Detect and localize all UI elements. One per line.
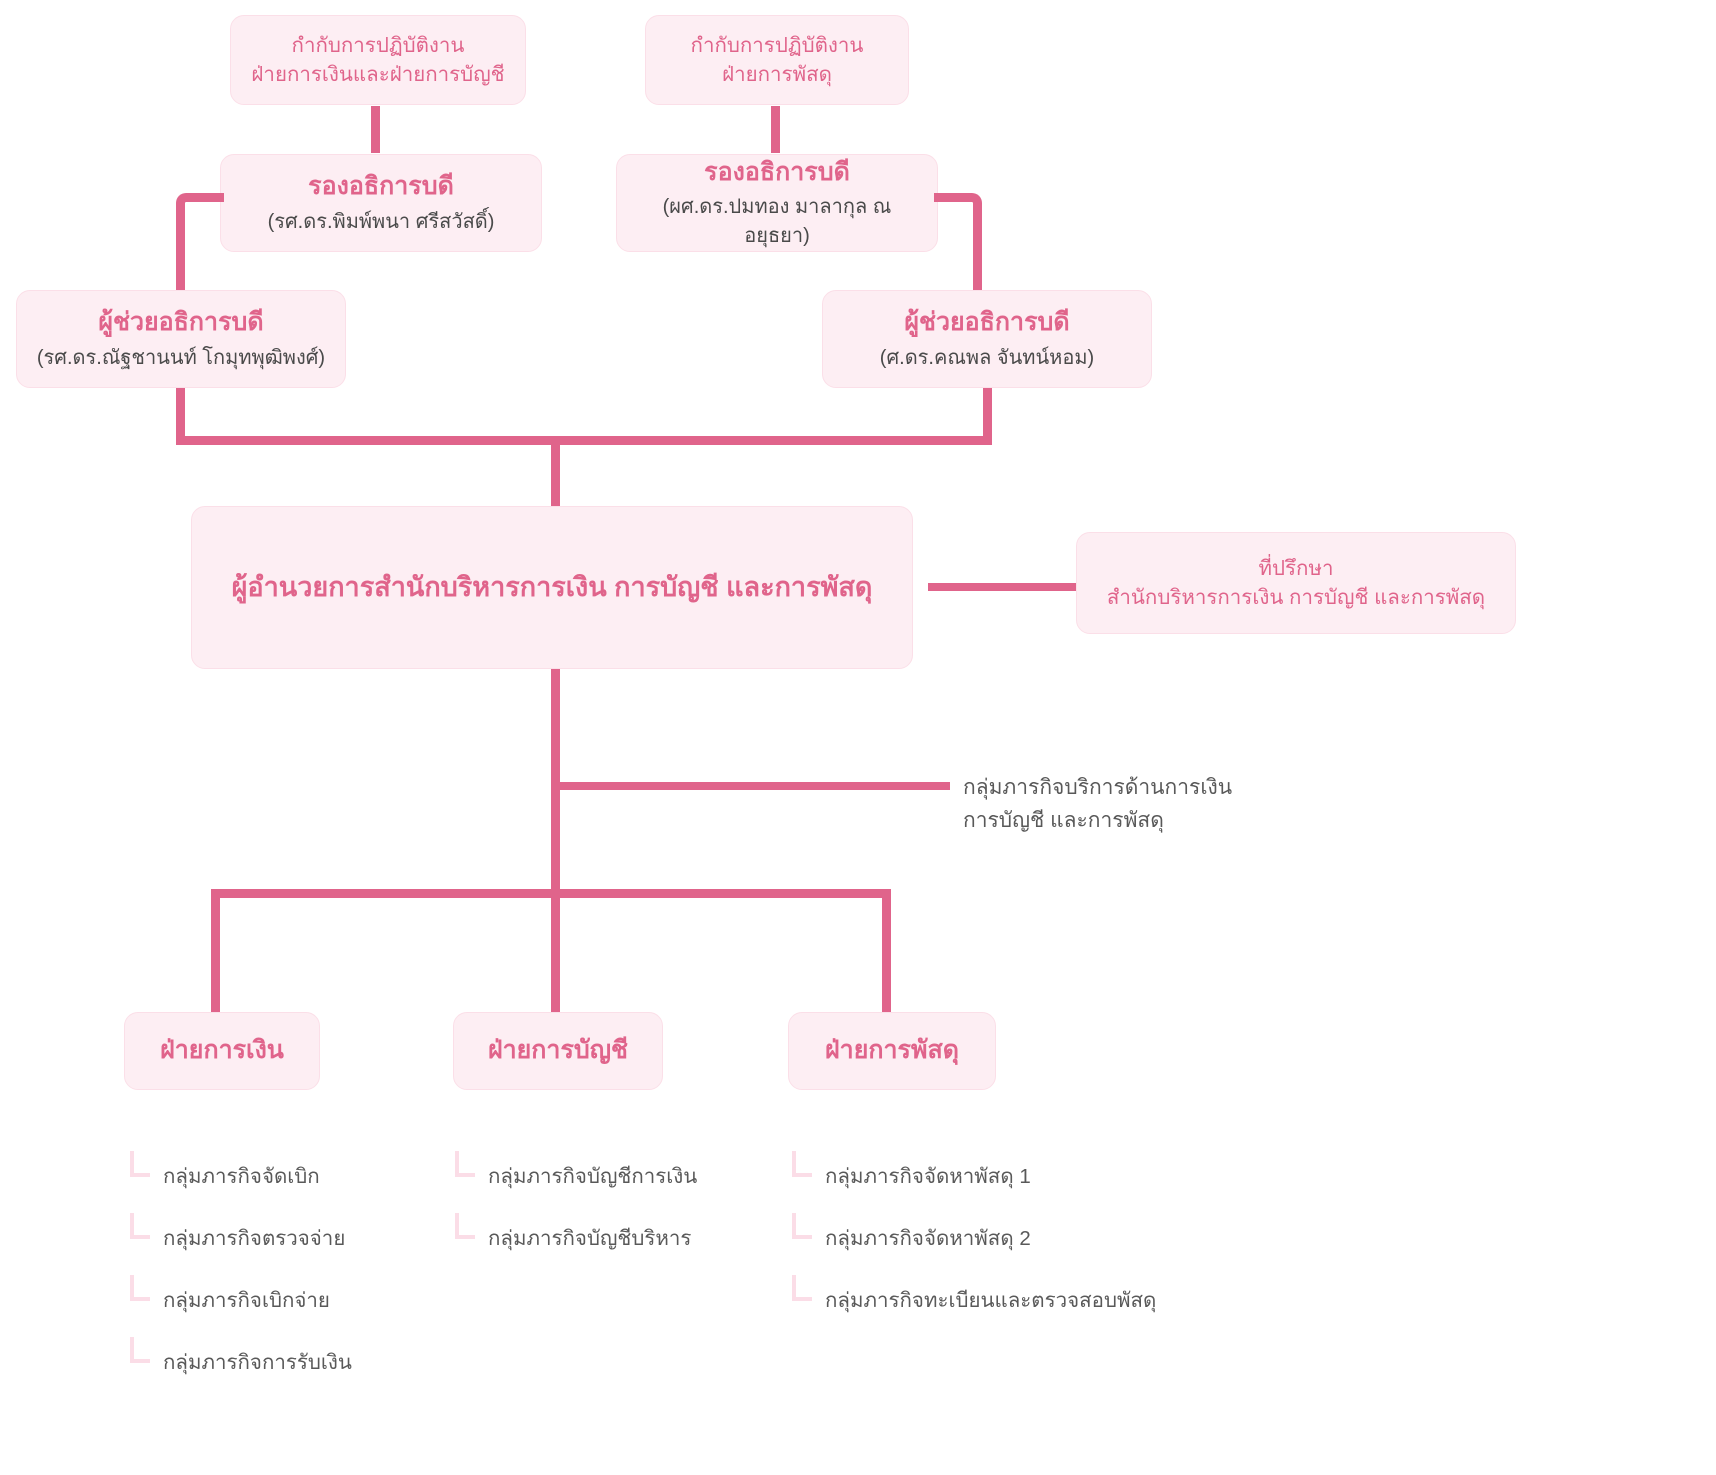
connector-supervision-to-vice-2 — [771, 106, 780, 153]
task-label: กลุ่มภารกิจการรับเงิน — [163, 1351, 352, 1374]
assistant-rector-name: (ศ.ดร.คณพล จันทน์หอม) — [879, 346, 1095, 369]
advisor-card[interactable]: ที่ปรึกษา สำนักบริหารการเงิน การบัญชี แล… — [1076, 532, 1516, 634]
advisor-line2: สำนักบริหารการเงิน การบัญชี และการพัสดุ — [1106, 585, 1486, 609]
task-label: กลุ่มภารกิจบัญชีการเงิน — [488, 1165, 698, 1188]
connector-assistants-horizontal — [176, 436, 992, 445]
task-label: กลุ่มภารกิจทะเบียนและตรวจสอบพัสดุ — [825, 1289, 1157, 1312]
connector-service-group — [560, 782, 950, 790]
branch-elbow-icon — [455, 1213, 475, 1239]
advisor-line1: ที่ปรึกษา — [1258, 556, 1334, 580]
connector-assistant1-down — [176, 388, 185, 436]
vice-rector-name: (ผศ.ดร.ปมทอง มาลากุล ณ อยุธยา) — [662, 196, 892, 248]
supervision-line1: กำกับการปฏิบัติงาน — [291, 33, 465, 57]
branch-elbow-icon — [792, 1213, 812, 1239]
connector-assistant2-down — [983, 388, 992, 436]
assistant-rector-title: ผู้ช่วยอธิการบดี — [904, 308, 1070, 337]
connector-dept1-down — [211, 889, 220, 1012]
branch-elbow-icon — [130, 1337, 150, 1363]
department-name: ฝ่ายการเงิน — [160, 1036, 284, 1065]
task-label: กลุ่มภารกิจเบิกจ่าย — [163, 1289, 330, 1312]
connector-to-director — [551, 436, 560, 508]
task-label: กลุ่มภารกิจจัดหาพัสดุ 1 — [825, 1165, 1031, 1188]
list-item[interactable]: กลุ่มภารกิจบัญชีบริหาร — [455, 1213, 692, 1255]
connector-dept2-down — [551, 889, 560, 1012]
task-label: กลุ่มภารกิจบัญชีบริหาร — [488, 1227, 692, 1250]
vice-rector-card-2[interactable]: รองอธิการบดี (ผศ.ดร.ปมทอง มาลากุล ณ อยุธ… — [616, 154, 938, 252]
list-item[interactable]: กลุ่มภารกิจเบิกจ่าย — [130, 1275, 330, 1317]
branch-elbow-icon — [130, 1275, 150, 1301]
department-name: ฝ่ายการบัญชี — [487, 1036, 629, 1065]
assistant-rector-card-2[interactable]: ผู้ช่วยอธิการบดี (ศ.ดร.คณพล จันทน์หอม) — [822, 290, 1152, 388]
vice-rector-title: รองอธิการบดี — [704, 157, 850, 186]
vice-rector-name: (รศ.ดร.พิมพ์พนา ศรีสวัสดิ์) — [267, 210, 495, 233]
director-title: ผู้อำนวยการสำนักบริหารการเงิน การบัญชี แ… — [231, 572, 873, 603]
connector-director-to-advisor — [928, 583, 1076, 591]
supervision-line1: กำกับการปฏิบัติงาน — [690, 33, 864, 57]
branch-elbow-icon — [130, 1151, 150, 1177]
department-name: ฝ่ายการพัสดุ — [825, 1036, 959, 1065]
connector-dept3-down — [882, 889, 891, 1012]
service-group-label: กลุ่มภารกิจบริการด้านการเงิน การบัญชี แล… — [963, 776, 1233, 832]
task-label: กลุ่มภารกิจจัดเบิก — [163, 1165, 320, 1188]
list-item[interactable]: กลุ่มภารกิจทะเบียนและตรวจสอบพัสดุ — [792, 1275, 1157, 1317]
assistant-rector-card-1[interactable]: ผู้ช่วยอธิการบดี (รศ.ดร.ณัฐชานนท์ โกมุทพ… — [16, 290, 346, 388]
list-item[interactable]: กลุ่มภารกิจตรวจจ่าย — [130, 1213, 346, 1255]
list-item[interactable]: กลุ่มภารกิจจัดหาพัสดุ 2 — [792, 1213, 1031, 1255]
department-card-finance[interactable]: ฝ่ายการเงิน — [124, 1012, 320, 1090]
connector-vice1-to-assistant1 — [176, 193, 224, 290]
director-card[interactable]: ผู้อำนวยการสำนักบริหารการเงิน การบัญชี แ… — [191, 506, 913, 669]
assistant-rector-name: (รศ.ดร.ณัฐชานนท์ โกมุทพุฒิพงศ์) — [36, 346, 326, 369]
supervision-line2: ฝ่ายการพัสดุ — [722, 63, 832, 86]
supervision-line2: ฝ่ายการเงินและฝ่ายการบัญชี — [251, 63, 505, 86]
supervision-card-procurement[interactable]: กำกับการปฏิบัติงาน ฝ่ายการพัสดุ — [645, 15, 909, 105]
assistant-rector-title: ผู้ช่วยอธิการบดี — [98, 308, 264, 337]
branch-elbow-icon — [792, 1151, 812, 1177]
department-card-procurement[interactable]: ฝ่ายการพัสดุ — [788, 1012, 996, 1090]
list-item[interactable]: กลุ่มภารกิจการรับเงิน — [130, 1337, 352, 1379]
vice-rector-card-1[interactable]: รองอธิการบดี (รศ.ดร.พิมพ์พนา ศรีสวัสดิ์) — [220, 154, 542, 252]
connector-supervision-to-vice-1 — [371, 106, 380, 153]
vice-rector-title: รองอธิการบดี — [308, 172, 454, 201]
connector-vice2-to-assistant2 — [934, 193, 982, 290]
task-label: กลุ่มภารกิจจัดหาพัสดุ 2 — [825, 1227, 1031, 1250]
branch-elbow-icon — [130, 1213, 150, 1239]
supervision-card-finance-accounting[interactable]: กำกับการปฏิบัติงาน ฝ่ายการเงินและฝ่ายการ… — [230, 15, 526, 105]
list-item[interactable]: กลุ่มภารกิจจัดเบิก — [130, 1151, 320, 1193]
department-card-accounting[interactable]: ฝ่ายการบัญชี — [453, 1012, 663, 1090]
branch-elbow-icon — [455, 1151, 475, 1177]
connector-director-trunk — [551, 669, 560, 897]
list-item[interactable]: กลุ่มภารกิจจัดหาพัสดุ 1 — [792, 1151, 1031, 1193]
branch-elbow-icon — [792, 1275, 812, 1301]
list-item[interactable]: กลุ่มภารกิจบัญชีการเงิน — [455, 1151, 698, 1193]
task-label: กลุ่มภารกิจตรวจจ่าย — [163, 1227, 346, 1250]
